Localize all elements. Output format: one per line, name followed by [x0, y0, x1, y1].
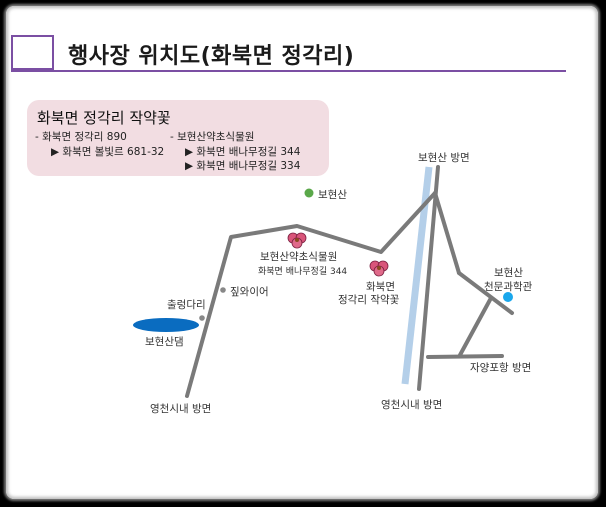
- label-yeongcheon-direction-left: 영천시내 방면: [150, 403, 212, 415]
- info-address-2-sub-1: ▶ 화북면 배나무정길 344: [185, 146, 301, 158]
- info-heading: 화북면 정각리 작약꽃: [37, 109, 171, 127]
- road-connector: [458, 296, 493, 357]
- road-to-observatory-b: [457, 271, 514, 315]
- label-observatory-line2: 천문과학관: [484, 281, 533, 293]
- label-bohyeonsan: 보현산: [318, 189, 347, 201]
- title-underline: [11, 70, 566, 72]
- label-bohyeonsan-direction: 보현산 방면: [418, 152, 470, 164]
- road-to-observatory-a: [433, 191, 461, 275]
- mountain-marker-icon: [304, 188, 314, 198]
- label-peony-field-line1: 화북면: [366, 281, 395, 293]
- label-herb-garden: 보현산약초식물원: [260, 251, 338, 263]
- title-accent-box: [11, 35, 54, 70]
- river: [401, 166, 433, 385]
- label-jayang-pohang-direction: 자양포항 방면: [470, 362, 532, 374]
- label-bohyeonsan-dam: 보현산댐: [145, 336, 184, 348]
- label-herb-garden-address: 화북면 배나무정길 344: [258, 267, 348, 277]
- label-observatory-line1: 보현산: [494, 267, 523, 279]
- bridge-point-icon: [199, 315, 205, 321]
- label-suspension-bridge: 출렁다리: [167, 299, 206, 311]
- label-peony-field-line2: 정각리 작약꽃: [338, 294, 400, 306]
- slide-frame: [6, 6, 598, 499]
- road-jayang-pohang: [426, 354, 504, 359]
- observatory-marker-icon: [503, 292, 513, 302]
- info-address-1-sub: ▶ 화북면 볼빛르 681-32: [51, 146, 165, 158]
- zipwire-point-icon: [220, 287, 226, 293]
- info-address-1: - 화북면 정각리 890: [35, 131, 127, 143]
- road-main-north-south: [417, 165, 440, 391]
- roads: [185, 165, 514, 398]
- dam-reservoir-icon: [133, 318, 199, 332]
- label-zipwire: 짚와이어: [230, 286, 269, 298]
- location-info-box: 화북면 정각리 작약꽃 - 화북면 정각리 890 ▶ 화북면 볼빛르 681-…: [27, 100, 329, 176]
- info-address-2-sub-2: ▶ 화북면 배나무정길 334: [185, 160, 301, 172]
- flower-icon: [287, 232, 307, 249]
- road-west-loop: [185, 191, 437, 398]
- label-yeongcheon-direction-right: 영천시내 방면: [381, 399, 443, 411]
- info-address-2: - 보현산약초식물원: [170, 131, 255, 143]
- page-title: 행사장 위치도(화북면 정각리): [68, 44, 355, 69]
- flower-icon: [369, 260, 389, 277]
